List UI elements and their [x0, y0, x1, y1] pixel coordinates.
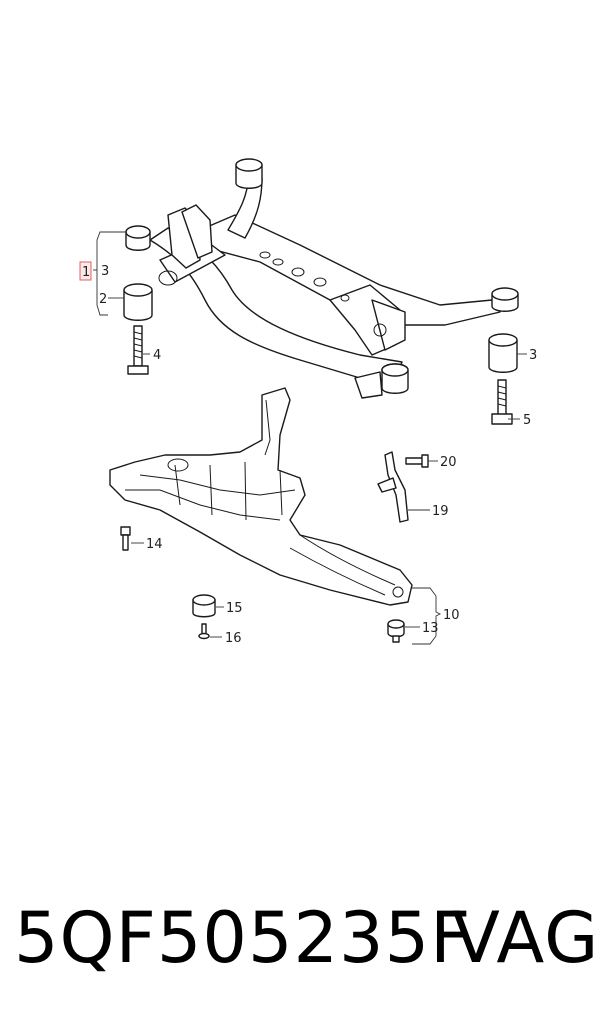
- fastener-13: [387, 619, 405, 643]
- underbody-cover: [109, 387, 413, 606]
- callout-16: 16: [225, 631, 242, 646]
- bolt-4: [127, 325, 149, 375]
- callout-4: 4: [153, 348, 161, 363]
- bolt-14: [120, 526, 131, 551]
- rear-subframe: [125, 158, 519, 399]
- nut-15: [192, 594, 216, 618]
- screw-16: [198, 623, 210, 640]
- part-number: 5QF505235F: [14, 897, 472, 979]
- exploded-parts-diagram: 1 3 2 4 3 5 20 19 14 15 10 13 16: [79, 158, 537, 646]
- callout-19: 19: [432, 504, 449, 519]
- callout-3-right: 3: [529, 348, 537, 363]
- footer: 5QF505235F VAG: [0, 888, 600, 988]
- callout-1-highlight: [79, 261, 92, 281]
- callout-13: 13: [422, 621, 439, 636]
- bushing-left: [123, 283, 153, 321]
- callout-14: 14: [146, 537, 163, 552]
- callout-1: 1: [82, 265, 90, 280]
- bushing-right: [488, 333, 518, 373]
- bolt-5: [491, 379, 513, 425]
- callout-5: 5: [523, 413, 531, 428]
- callout-2: 2: [99, 292, 107, 307]
- callout-10: 10: [443, 608, 460, 623]
- bolt-20: [405, 454, 429, 468]
- leader-lines: [93, 231, 527, 645]
- callout-3-left: 3: [101, 264, 109, 279]
- callout-20: 20: [440, 455, 457, 470]
- brand-label: VAG: [452, 897, 600, 979]
- callout-15: 15: [226, 601, 243, 616]
- bracket-19: [377, 451, 409, 523]
